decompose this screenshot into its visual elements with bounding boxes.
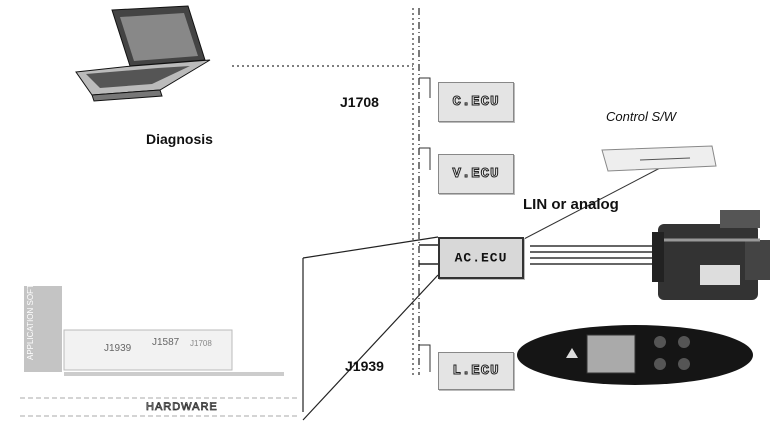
hardware-label: HARDWARE [146,401,218,414]
c-ecu-label: C.ECU [452,94,500,111]
stack-j1708: J1708 [190,339,212,348]
v-ecu-box: V.ECU [438,154,514,194]
ac-ecu-box: AC.ECU [438,237,524,279]
stack-j1939: J1939 [104,343,132,354]
zoom-line-top [302,236,439,259]
laptop-icon [75,5,211,102]
c-ecu-box: C.ECU [438,82,514,122]
zoom-line-bottom [302,274,439,421]
control-sw-label: Control S/W [606,109,677,124]
j1708-label: J1708 [340,94,379,110]
v-ecu-label: V.ECU [452,166,500,183]
control-panel-icon [517,325,753,385]
application-label: APPLICATION SOFTWARE [26,286,35,360]
diagnosis-label: Diagnosis [146,131,213,147]
l-ecu-label: L.ECU [452,363,500,380]
stack-j1587: J1587 [152,337,180,348]
application-sidebar [24,286,62,372]
j1939-label: J1939 [345,358,384,374]
actuator-icon [652,210,770,300]
l-ecu-box: L.ECU [438,352,514,390]
lin-label: LIN or analog [523,196,619,213]
control-box-icon [601,145,717,172]
ac-ecu-label: AC.ECU [454,250,508,266]
hardware-block [20,286,300,417]
